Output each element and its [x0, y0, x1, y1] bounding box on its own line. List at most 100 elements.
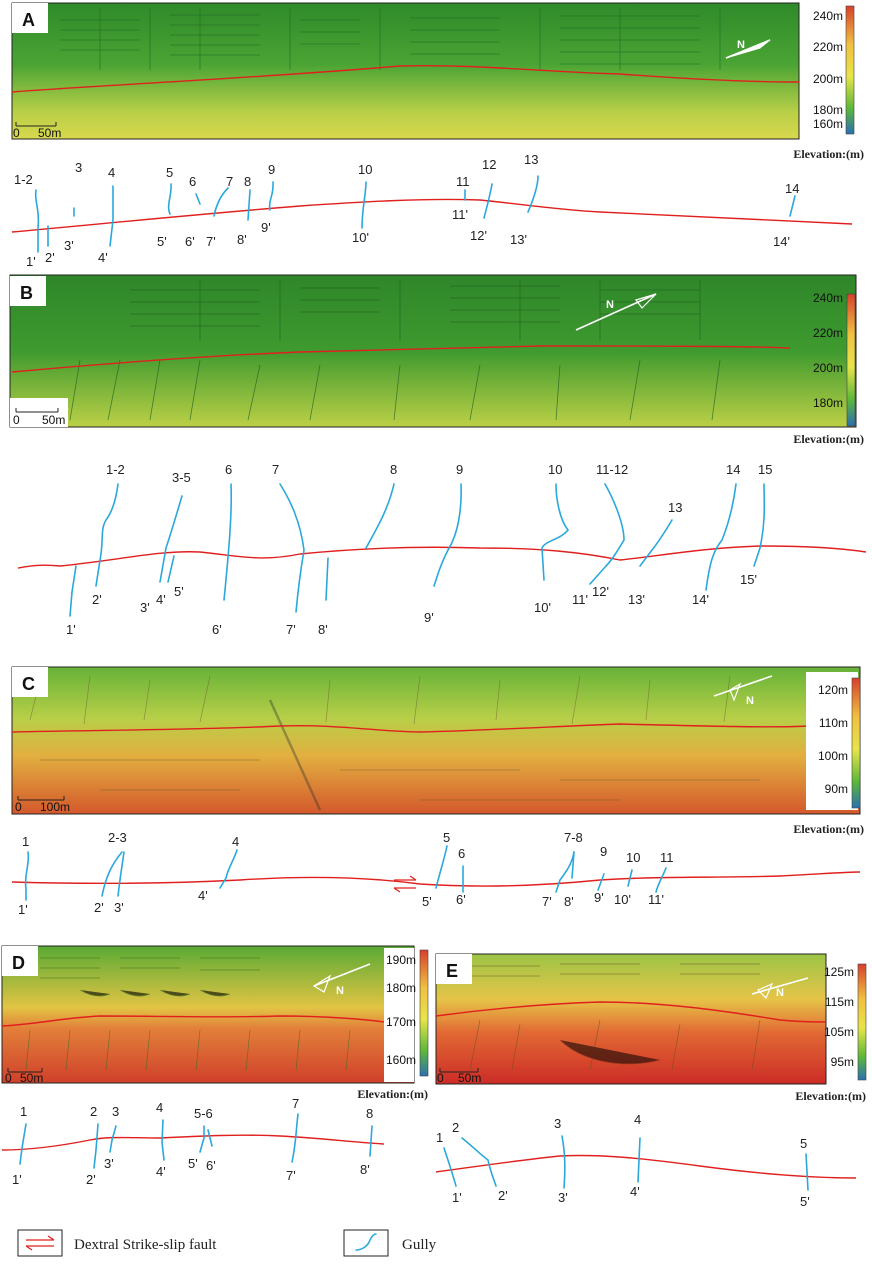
e-top-2: 2 [452, 1120, 459, 1135]
d-top-5-6: 5-6 [194, 1106, 213, 1121]
legend-fault-box [17, 1229, 63, 1257]
panel-d-scale-zero: 0 [5, 1071, 12, 1085]
c-top-9: 9 [600, 844, 607, 859]
c-bot-5: 5' [422, 894, 432, 909]
a-bot-9: 9' [261, 220, 271, 235]
b-top-11-12: 11-12 [596, 462, 628, 477]
panel-a-sketch-fault [11, 198, 853, 233]
c-bot-6: 6' [456, 892, 466, 907]
fault-symbol-icon [25, 1235, 55, 1251]
c-top-4: 4 [232, 834, 239, 849]
c-bot-3: 3' [114, 900, 124, 915]
d-top-4: 4 [156, 1100, 163, 1115]
a-top-6: 6 [189, 174, 196, 189]
panel-c-colorbar: 120m 110m 100m 90m [818, 677, 861, 809]
c-top-1: 1 [22, 834, 29, 849]
b-bot-8: 8' [318, 622, 328, 637]
cb-d-2: 180m [386, 981, 416, 995]
c-top-6: 6 [458, 846, 465, 861]
a-bot-1: 1' [26, 254, 36, 269]
b-bot-4: 4' [156, 592, 166, 607]
e-top-4: 4 [634, 1112, 641, 1127]
panel-c-labels: 1 2-3 4 5 6 7-8 9 10 11 1' 2' 3' 4' 5' 6… [18, 830, 674, 917]
a-bot-14: 14' [773, 234, 790, 249]
panel-d-north-label: N [336, 985, 344, 997]
e-top-3: 3 [554, 1116, 561, 1131]
d-bot-8: 8' [360, 1162, 370, 1177]
panel-b-north-label: N [606, 299, 614, 311]
cb-b-1: 240m [813, 291, 843, 305]
panel-e-scale-zero: 0 [437, 1071, 444, 1085]
panel-d-scale-label: 50m [20, 1071, 43, 1085]
panel-e-north-arrow: N [751, 977, 809, 1000]
a-bot-13: 13' [510, 232, 527, 247]
e-bot-4: 4' [630, 1184, 640, 1199]
c-top-5: 5 [443, 830, 450, 845]
d-bot-5: 5' [188, 1156, 198, 1171]
panel-a-colorbar: 240m 220m 200m 180m 160m [813, 5, 855, 135]
a-bot-4: 4' [98, 250, 108, 265]
e-top-5: 5 [800, 1136, 807, 1151]
panel-c-scale-zero: 0 [15, 800, 22, 814]
a-top-13: 13 [524, 152, 538, 167]
panel-e-labels: 1 2 3 4 5 1' 2' 3' 4' 5' [436, 1112, 810, 1209]
panel-e-letter-box [436, 954, 472, 984]
d-top-3: 3 [112, 1104, 119, 1119]
e-top-1: 1 [436, 1130, 443, 1145]
b-top-1-2: 1-2 [106, 462, 125, 477]
legend-gully-label: Gully [402, 1237, 437, 1253]
d-top-8: 8 [366, 1106, 373, 1121]
panel-b-letter: B [20, 283, 33, 303]
cb-c-2: 110m [819, 716, 848, 730]
panel-b-north-arrow: N [575, 293, 657, 331]
c-top-7-8: 7-8 [564, 830, 583, 845]
b-top-6: 6 [225, 462, 232, 477]
panel-b-gullies [69, 483, 766, 617]
b-bot-1: 1' [66, 622, 76, 637]
panel-b-scale-bar: 0 50m [13, 408, 65, 427]
a-bot-5: 5' [157, 234, 167, 249]
panel-c-texture [29, 675, 760, 811]
panel-a: A N 0 50m 240m 220m 200m 180m 160m Eleva… [11, 2, 864, 269]
cb-d-4: 160m [386, 1053, 416, 1067]
panel-a-scale-bar: 0 50m [13, 122, 61, 140]
e-bot-5: 5' [800, 1194, 810, 1209]
e-bot-2: 2' [498, 1188, 508, 1203]
panel-c-gullies [24, 845, 667, 901]
panel-d-fault-trace [1, 1015, 385, 1027]
panel-d-elevation-label: Elevation:(m) [357, 1087, 428, 1101]
panel-d-labels: 1 2 3 4 5-6 7 8 1' 2' 3' 4' 5' 6' 7' 8' [12, 1096, 373, 1187]
d-bot-2: 2' [86, 1172, 96, 1187]
panel-c: C N 0 100m 120m 110m 100m 90m Elevation:… [11, 666, 864, 917]
a-top-5: 5 [166, 165, 173, 180]
b-bot-7: 7' [286, 622, 296, 637]
panel-e-sketch-fault [435, 1154, 857, 1179]
cb-b-4: 180m [813, 396, 843, 410]
c-bot-10: 10' [614, 892, 631, 907]
panel-e: E N 0 50m 125m 115m 105m 95m Elevation:(… [435, 953, 867, 1209]
panel-b-labels: 1-2 3-5 6 7 8 9 10 11-12 13 14 15 1' 2' … [66, 462, 772, 637]
b-bot-9: 9' [424, 610, 434, 625]
b-top-3-5: 3-5 [172, 470, 191, 485]
a-top-7: 7 [226, 174, 233, 189]
panel-b-letter-box [10, 276, 46, 306]
cb-d-1: 190m [386, 953, 416, 967]
cb-a-2: 220m [813, 40, 843, 54]
panel-d-gullies [19, 1113, 373, 1169]
c-bot-7: 7' [542, 894, 552, 909]
cb-d-3: 170m [386, 1015, 416, 1029]
panel-b-elevation-label: Elevation:(m) [793, 432, 864, 446]
panel-a-fault-trace [11, 64, 800, 93]
panel-b-scale-label: 50m [42, 413, 65, 427]
b-bot-10: 10' [534, 600, 551, 615]
panel-a-north-arrow: N [725, 39, 771, 59]
cb-c-3: 100m [818, 749, 848, 763]
cb-c-4: 90m [825, 782, 848, 796]
panel-c-north-label: N [746, 695, 754, 707]
d-top-1: 1 [20, 1104, 27, 1119]
a-bot-10: 10' [352, 230, 369, 245]
cb-a-3: 200m [813, 72, 843, 86]
panel-c-letter: C [22, 674, 35, 694]
c-top-2-3: 2-3 [108, 830, 127, 845]
c-bot-8: 8' [564, 894, 574, 909]
